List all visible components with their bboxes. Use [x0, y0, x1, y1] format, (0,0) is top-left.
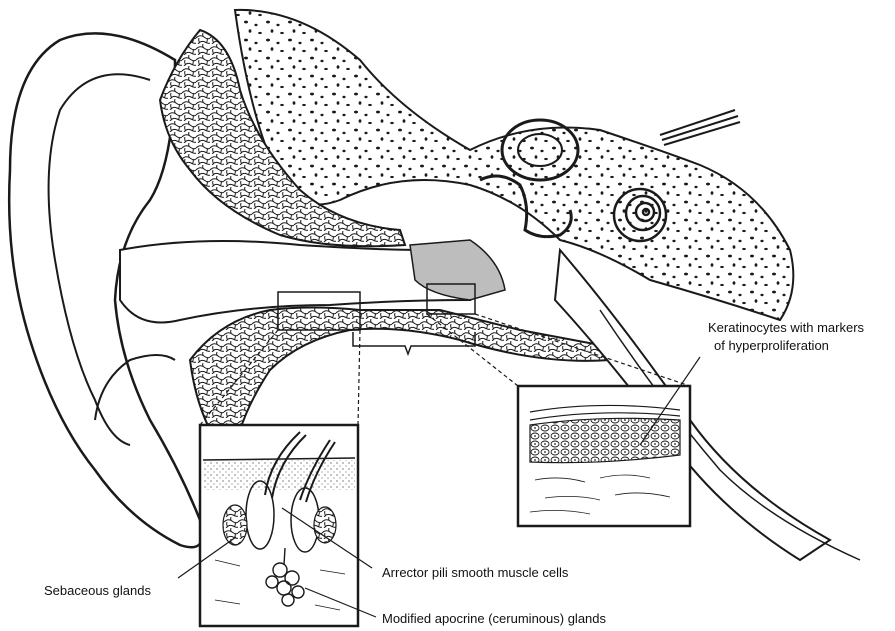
auditory-nerve [660, 110, 740, 145]
label-arrector-pili: Arrector pili smooth muscle cells [382, 565, 568, 581]
label-keratinocytes-line2: of hyperproliferation [714, 338, 829, 354]
label-keratinocytes-line1: Keratinocytes with markers [708, 320, 864, 336]
label-sebaceous-glands: Sebaceous glands [44, 583, 151, 599]
inset-epidermis [518, 386, 690, 526]
label-apocrine-glands: Modified apocrine (ceruminous) glands [382, 611, 606, 627]
inset-skin-adnexa [200, 425, 358, 626]
